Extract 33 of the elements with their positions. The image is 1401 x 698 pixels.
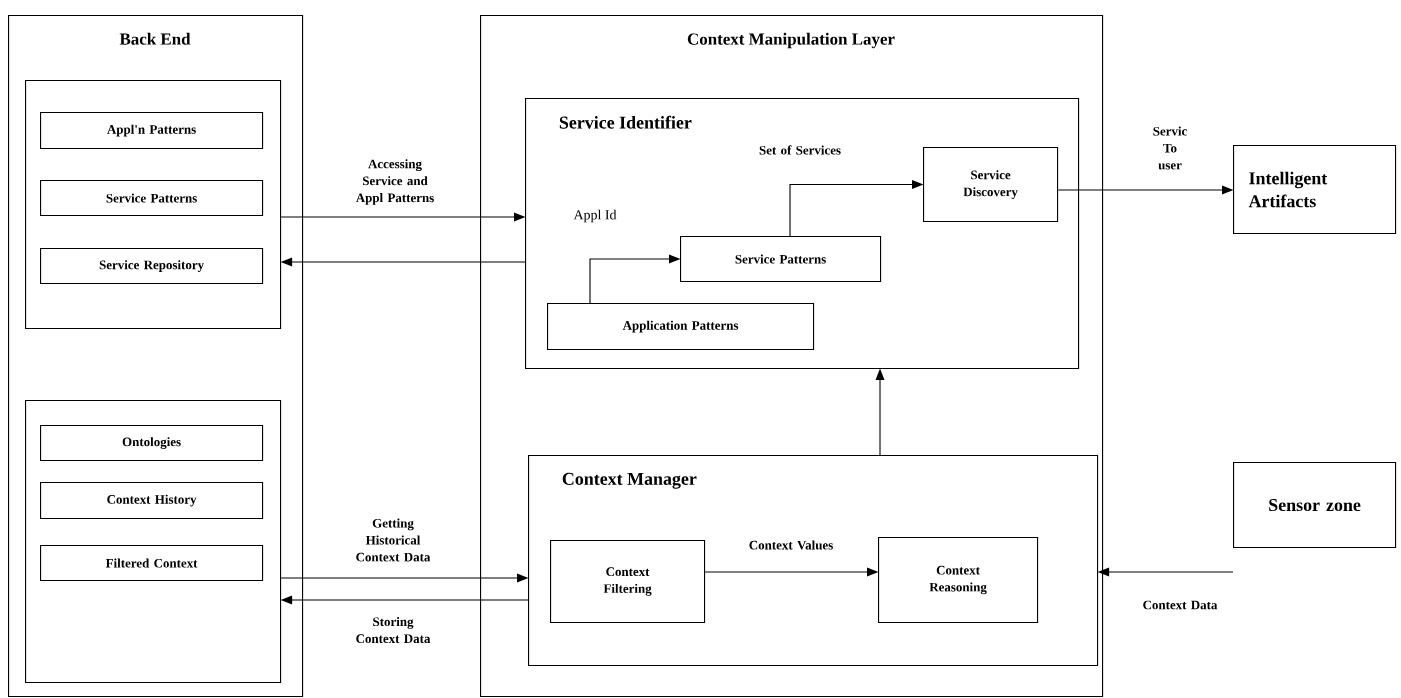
component-box: Context Filtering — [550, 540, 706, 624]
group-box — [25, 400, 282, 684]
external-box: Sensor zone — [1233, 462, 1397, 549]
component-box: Service Patterns — [680, 236, 882, 283]
edge-label: Getting Historical Context Data — [356, 518, 431, 562]
arrow — [704, 567, 879, 577]
arrow — [875, 368, 885, 456]
component-box: Service Patterns — [40, 180, 264, 217]
edge-label: Set of Services — [759, 145, 841, 155]
component-box: Service Repository — [40, 248, 264, 285]
arrow — [589, 254, 681, 304]
arrow — [1057, 185, 1234, 195]
component-box: Context Reasoning — [878, 537, 1039, 624]
component-box: Appl'n Patterns — [40, 112, 264, 150]
component-box: Application Patterns — [547, 303, 815, 351]
component-box: Service Discovery — [923, 147, 1059, 223]
edge-label: Servic To user — [1153, 126, 1187, 170]
component-box: Filtered Context — [40, 545, 264, 582]
arrow — [280, 595, 529, 605]
edge-label: Accessing Service and Appl Patterns — [355, 159, 434, 205]
component-box: Ontologies — [40, 425, 264, 462]
arrow — [789, 180, 924, 237]
component-box: Context History — [40, 482, 264, 520]
arrow — [1097, 567, 1234, 577]
edge-label: Context Data — [1143, 600, 1218, 610]
arrow — [280, 257, 526, 267]
group-box — [25, 80, 282, 330]
arrow — [280, 573, 529, 583]
edge-label: Storing Context Data — [356, 616, 431, 643]
external-box: Intelligent Artifacts — [1233, 145, 1397, 235]
arrow — [280, 212, 526, 222]
text-label: Appl Id — [573, 209, 617, 223]
edge-label: Context Values — [749, 540, 833, 550]
